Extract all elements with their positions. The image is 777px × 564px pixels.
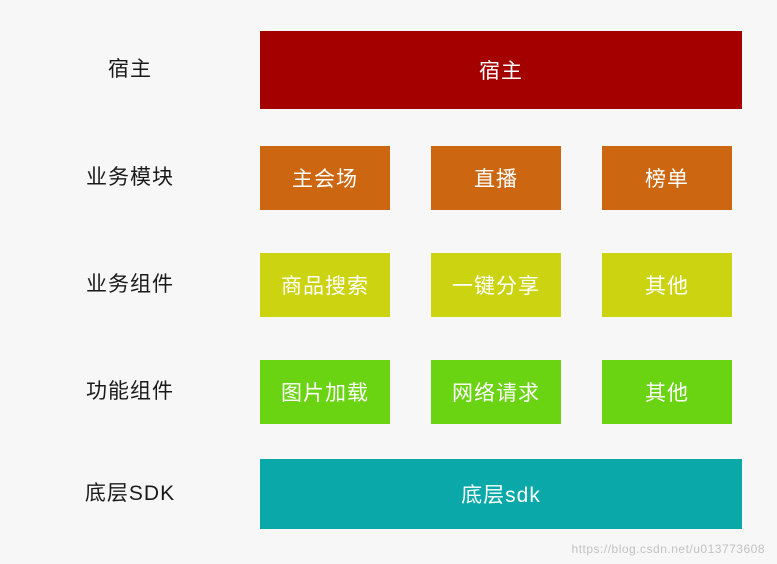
box-gap — [390, 146, 431, 210]
box-image-loading: 图片加载 — [260, 360, 390, 424]
box-gap — [561, 253, 602, 317]
row-boxes-function-component: 图片加载 网络请求 其他 — [260, 360, 777, 424]
diagram-row-business-module: 业务模块 主会场 直播 榜单 — [0, 146, 777, 210]
row-label-business-component: 业务组件 — [86, 273, 174, 297]
box-one-click-share: 一键分享 — [431, 253, 561, 317]
row-label-business-module: 业务模块 — [86, 166, 174, 190]
row-boxes-business-component: 商品搜索 一键分享 其他 — [260, 253, 777, 317]
box-ranking: 榜单 — [602, 146, 732, 210]
diagram-row-function-component: 功能组件 图片加载 网络请求 其他 — [0, 360, 777, 424]
box-other-business: 其他 — [602, 253, 732, 317]
row-boxes-bottom-sdk: 底层sdk — [260, 459, 777, 529]
box-main-venue: 主会场 — [260, 146, 390, 210]
row-label-function-component: 功能组件 — [86, 380, 174, 404]
diagram-row-business-component: 业务组件 商品搜索 一键分享 其他 — [0, 253, 777, 317]
box-live: 直播 — [431, 146, 561, 210]
row-boxes-business-module: 主会场 直播 榜单 — [260, 146, 777, 210]
box-bottom-sdk: 底层sdk — [260, 459, 742, 529]
box-gap — [390, 360, 431, 424]
box-product-search: 商品搜索 — [260, 253, 390, 317]
box-gap — [390, 253, 431, 317]
box-host: 宿主 — [260, 31, 742, 109]
watermark: https://blog.csdn.net/u013773608 — [571, 542, 765, 556]
row-boxes-host: 宿主 — [260, 31, 777, 109]
box-gap — [561, 146, 602, 210]
diagram-row-host: 宿主 宿主 — [0, 31, 777, 109]
diagram-row-bottom-sdk: 底层SDK 底层sdk — [0, 459, 777, 529]
row-label-host: 宿主 — [108, 58, 152, 82]
box-gap — [561, 360, 602, 424]
row-label-bottom-sdk: 底层SDK — [84, 482, 176, 506]
box-network-request: 网络请求 — [431, 360, 561, 424]
box-other-function: 其他 — [602, 360, 732, 424]
